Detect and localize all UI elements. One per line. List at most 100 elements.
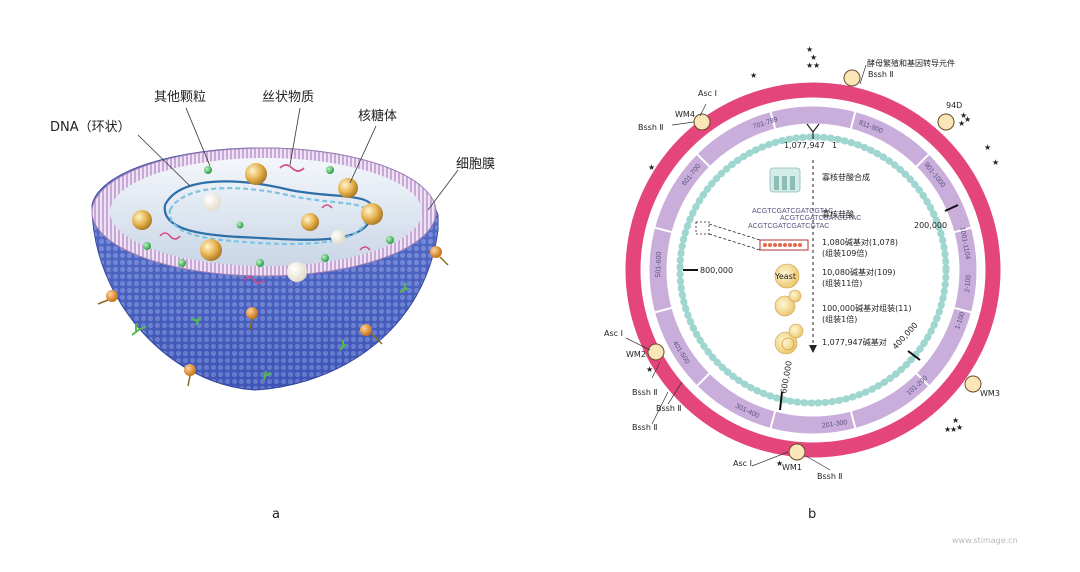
origin-label: 1,077,947 <box>784 141 825 150</box>
ribosome <box>245 163 267 185</box>
particle <box>204 166 212 174</box>
segment-separator <box>953 226 972 234</box>
watermark: www.stimage.cn <box>952 536 1018 545</box>
ribosome <box>200 239 222 261</box>
d94-label: 94D <box>946 101 962 110</box>
segment-separator <box>769 111 777 130</box>
bssh-top: Bssh Ⅱ <box>868 70 893 79</box>
dna-label: DNA（环状） <box>50 120 131 135</box>
outer-ring <box>625 82 1001 458</box>
wm3-label: WM3 <box>980 389 1000 398</box>
svg-text:★: ★ <box>956 423 963 432</box>
membrane-label: 细胞膜 <box>456 157 495 172</box>
segment-separator <box>953 306 972 314</box>
segment-separator <box>654 226 673 234</box>
svg-text:★: ★ <box>958 119 965 128</box>
particle <box>386 236 394 244</box>
pos-200k: 200,000 <box>914 221 947 230</box>
wm1-label: WM1 <box>782 463 802 472</box>
svg-text:★: ★ <box>750 71 757 80</box>
ribosome <box>361 203 383 225</box>
particle <box>331 230 345 244</box>
svg-text:★: ★ <box>960 111 967 120</box>
marker-wm1 <box>788 443 806 461</box>
svg-text:★: ★ <box>806 45 813 54</box>
step-synthesis: 寡核苷酸合成 <box>822 172 870 182</box>
step-1080-x: (组装109倍) <box>822 248 868 258</box>
genome-map: 1-100101-200201-300301-400401-500501-600… <box>625 45 1001 471</box>
yeast-label: Yeast <box>774 272 796 281</box>
segment-separator <box>769 410 777 429</box>
cell-illustration <box>91 107 459 391</box>
origin-one: 1 <box>832 141 837 150</box>
bssh-wm1: Bssh Ⅱ <box>817 472 842 481</box>
wm4-label: WM4 <box>675 110 695 119</box>
glycoproteins <box>131 282 409 381</box>
synth-icon <box>769 167 801 193</box>
step-oligo: 寡核苷酸 <box>822 209 854 219</box>
particle <box>326 166 334 174</box>
wm2-label: WM2 <box>626 350 646 359</box>
ribosome <box>338 178 358 198</box>
svg-text:★: ★ <box>984 143 991 152</box>
pos-800k: 800,000 <box>700 266 733 275</box>
yeast-cells: Yeast <box>774 263 804 355</box>
particle <box>143 242 151 250</box>
marker-wm2 <box>647 343 665 361</box>
bssh-wm2b: Bssh Ⅱ <box>656 404 681 413</box>
segment-label: 2-100 <box>964 274 973 293</box>
marker-wm3 <box>964 375 982 393</box>
segment-label: 201-300 <box>821 419 848 430</box>
bssh-wm2c: Bssh Ⅱ <box>632 423 657 432</box>
bssh-wm2a: Bssh Ⅱ <box>632 388 657 397</box>
panel-b-caption: b <box>808 507 816 522</box>
asc-wm2: Asc Ⅰ <box>604 329 623 338</box>
svg-text:ACGTCGATCGATCGTAC: ACGTCGATCGATCGTAC <box>748 223 829 230</box>
filaments-label: 丝状物质 <box>262 90 314 105</box>
segment-label: 501-600 <box>655 252 663 278</box>
asc-wm4: Asc Ⅰ <box>698 89 717 98</box>
asc-wm1: Asc Ⅰ <box>733 459 752 468</box>
svg-text:★: ★ <box>776 459 783 468</box>
marker-wm4 <box>693 113 711 131</box>
segment-separator <box>849 410 857 429</box>
step-10080: 10,080碱基对(109) <box>822 267 896 277</box>
step-100000: 100,000碱基对组装(11) <box>822 303 912 313</box>
particle <box>256 259 264 267</box>
svg-text:ACGTCGATCGATCGTAC: ACGTCGATCGATCGTAC <box>780 215 861 222</box>
segment-ring <box>649 106 977 434</box>
step-1080: 1,080碱基对(1,078) <box>822 237 898 247</box>
svg-text:★: ★ <box>813 61 820 70</box>
svg-text:★: ★ <box>648 163 655 172</box>
step-10080-x: (组装11倍) <box>822 278 862 288</box>
segment-separator <box>654 306 673 314</box>
top-element-label: 酵母繁殖和基因转导元件 <box>867 58 955 68</box>
step-full: 1,077,947碱基对 <box>822 337 887 347</box>
ribosome <box>301 213 319 231</box>
svg-text:★: ★ <box>806 61 813 70</box>
ribosome-label: 核糖体 <box>358 108 397 124</box>
ribosome <box>132 210 152 230</box>
segment-separator <box>849 111 857 130</box>
svg-text:★: ★ <box>964 115 971 124</box>
bssh-wm4: Bssh Ⅱ <box>638 123 663 132</box>
svg-text:★: ★ <box>992 158 999 167</box>
segment-separator <box>696 372 711 387</box>
particle <box>236 221 244 229</box>
svg-text:★: ★ <box>646 365 653 374</box>
particle <box>203 193 221 211</box>
particle <box>321 254 329 262</box>
marker-top <box>843 69 861 87</box>
svg-text:ACGTCGATCGATCGTAC: ACGTCGATCGATCGTAC <box>752 208 833 215</box>
segment-separator <box>696 153 711 168</box>
svg-text:★: ★ <box>810 53 817 62</box>
svg-text:★: ★ <box>944 425 951 434</box>
segment-separator <box>915 153 930 168</box>
label-leaders <box>137 107 459 211</box>
svg-text:★: ★ <box>950 425 957 434</box>
svg-text:★: ★ <box>952 416 959 425</box>
oligo-fragments: ACGTCGATCGATCGTAC ACGTCGATCGATCGTAC ACGT… <box>748 208 861 230</box>
particle <box>178 259 186 267</box>
membrane-proteins <box>97 246 449 387</box>
panel-a-caption: a <box>272 507 280 522</box>
